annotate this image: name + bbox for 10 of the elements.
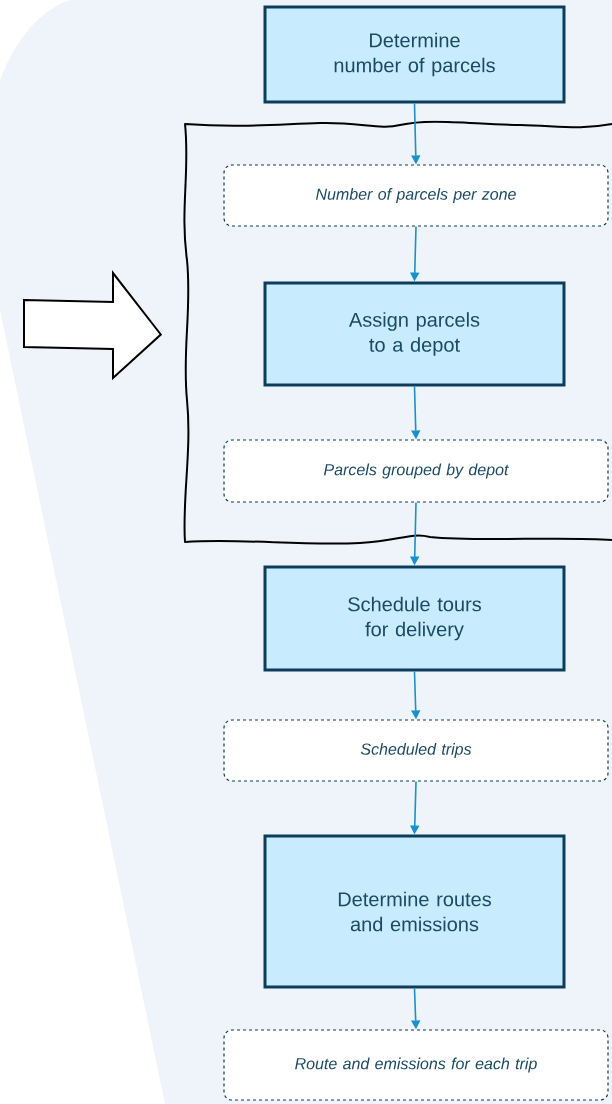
data-box: Number of parcels per zone	[223, 164, 609, 227]
process-box: Schedule tours for delivery	[263, 565, 566, 672]
bracket-frame	[183, 120, 612, 545]
data-box: Route and emissions for each trip	[223, 1029, 609, 1101]
data-box: Parcels grouped by depot	[223, 439, 609, 503]
process-box: Determine routes and emissions	[263, 834, 566, 989]
data-box: Scheduled trips	[223, 719, 609, 782]
process-box: Determine number of parcels	[263, 5, 566, 104]
process-box: Assign parcels to a depot	[263, 281, 566, 387]
block-arrow	[23, 270, 163, 381]
